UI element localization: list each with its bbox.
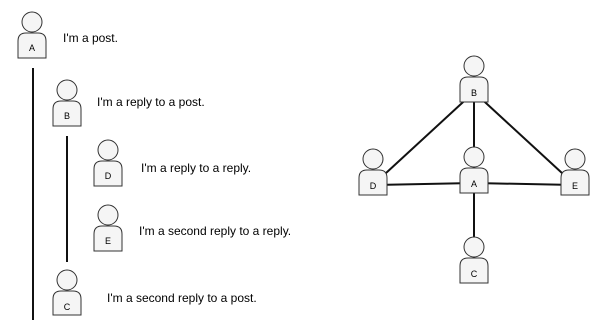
graph-edges [372, 91, 576, 273]
graph-edge-b-d [372, 91, 475, 186]
thread-view: A I'm a post. B I'm a reply to a post. D… [17, 11, 291, 320]
thread-node-label: B [64, 111, 70, 121]
graph-edge-a-e [473, 182, 576, 186]
thread-node-a: A [17, 11, 47, 59]
thread-node-c: C [52, 269, 82, 316]
reply-text: I'm a reply to a reply. [141, 161, 251, 175]
thread-node-label: A [29, 43, 35, 53]
thread-node-label: D [105, 171, 112, 181]
thread-node-label: E [105, 236, 111, 246]
graph-node-d: D [358, 148, 388, 196]
thread-node-d: D [93, 139, 123, 187]
graph-edge-b-e [473, 91, 576, 186]
graph-node-a: A [459, 146, 489, 194]
post-text: I'm a post. [63, 31, 118, 45]
graph-node-b: B [459, 55, 489, 103]
graph-node-label: B [471, 88, 477, 98]
graph-node-c: C [459, 236, 489, 284]
graph-node-label: C [471, 269, 478, 279]
reply-text: I'm a second reply to a post. [107, 291, 257, 305]
graph-node-label: A [471, 179, 477, 189]
thread-node-e: E [93, 204, 123, 252]
reply-text: I'm a reply to a post. [97, 95, 205, 109]
thread-node-label: C [64, 302, 71, 312]
thread-node-b: B [52, 79, 82, 127]
reply-text: I'm a second reply to a reply. [139, 224, 291, 238]
graph-node-e: E [560, 148, 590, 196]
graph-node-label: E [572, 181, 578, 191]
graph-nodes: A B C D E [358, 55, 590, 284]
graph-edge-d-a [372, 182, 475, 186]
graph-node-label: D [370, 181, 377, 191]
